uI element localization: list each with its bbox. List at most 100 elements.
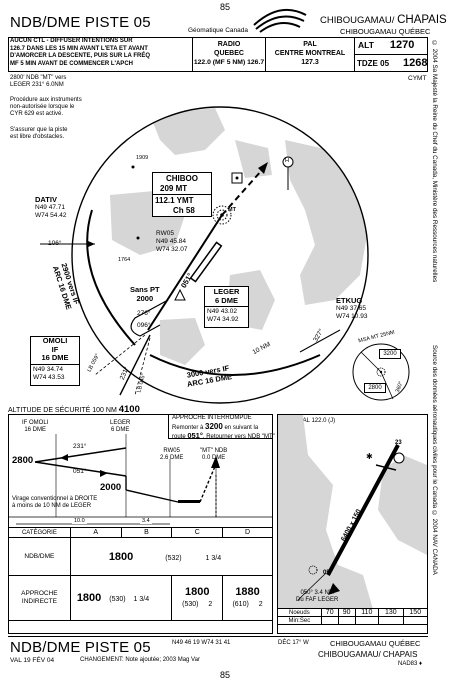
speed-value: 150 [402,608,429,617]
profile-dist-34: 3.4 [140,518,152,524]
terrain-area [160,318,205,365]
etkug-track [299,329,341,353]
sans-pt-label: Sans PT 2000 [130,285,160,303]
vor-chiboo-icon [231,172,243,184]
terrain-area [285,140,368,305]
minima-circ-c: 1800 (530) 2 [171,575,224,621]
missed-approach-text: APPROCHE INTERROMPUE Remonter à 3200 en … [172,415,275,440]
minima-circ-d: 1880 (610) 2 [222,575,273,621]
procedure-turn [130,299,169,337]
airport-location: CHIBOUGAMAU QUÉBEC [340,27,431,36]
lb-059-line [94,334,146,376]
aerodrome-runway [326,444,400,576]
leger-fix-icon [174,288,186,301]
arc-16-dme-left [86,209,136,346]
course-106: 106° [48,240,62,247]
minsec-label: Min:Sec [277,616,322,625]
profile-dist-10: 10.0 [72,518,87,524]
aerodrome-frame [277,414,428,634]
spot-1764: 1764 [118,257,131,263]
profile-alt-2800: 2800 [12,455,34,466]
footer-coords: N49 46 19 W74 31 41 [172,640,231,646]
etkug-label: ETKUG N49 37.65 W74 10.93 [336,296,368,321]
remark-box: AUCUN CTL - DIFFUSER INTENTIONS SUR 126.… [10,38,150,67]
chart-title: NDB/DME PISTE 05 [10,14,151,31]
pal-box: PAL CENTRE MONTREAL 127.3 [274,41,346,66]
minima-header: C [171,527,224,538]
publisher: Géomatique Canada [188,27,248,34]
spot-1909: 1909 [136,155,149,161]
speed-value: 110 [354,608,380,617]
runway-symbol [189,241,223,283]
profile-alt-2000: 2000 [100,482,122,493]
north-arrow-letter: H [285,158,289,164]
profile-course-051: 051° [73,468,87,475]
course-231-line [119,334,151,396]
copyright-right: Source des données aéronautiques civiles… [431,345,438,575]
omoli-label: OMOLI IF 16 DME [41,336,69,362]
profile-frame [8,414,273,634]
footer-airport-b: CHIBOUGAMAU/ CHAPAIS [318,650,418,659]
minima-row-ndb-label: NDB/DME [8,537,71,576]
msa-2800: 2800 [364,383,386,393]
omoli-box [30,336,80,386]
final-course [147,214,223,331]
terrain-area [235,140,272,178]
water-body [378,455,427,555]
footer-dec: DÉC 17° W [278,640,309,646]
north-arrow-icon [282,156,294,190]
arcal-label: ARCAL 122.0 (J) [290,418,336,424]
beacon-icon: ✱ [366,452,373,461]
radio-box: RADIO QUEBEC 122.0 (MF 5 NM) 126.7 [193,41,265,66]
speed-value: 130 [378,608,404,617]
leger-box [204,286,249,328]
footer-title: NDB/DME PISTE 05 [10,639,151,656]
omoli-coords: N49 34.74 W74 43.53 [33,366,65,381]
msa-3200: 3200 [379,349,401,359]
minima-header: A [69,527,122,538]
speed-value: 90 [337,608,356,617]
speed-table: Noeuds 70 90 110 130 150 Min:Sec [277,608,429,625]
chiboo-label: CHIBOO 209 MT [160,174,198,193]
water-body [278,415,373,609]
course-096: 096° [137,322,151,329]
chiboo-vor-info: 112.1 YMT Ch 58 [155,196,195,215]
minima-header: D [222,527,273,538]
missed-approach-path [221,169,263,216]
dativ-label: DATIV N49 47.71 W74 54.42 [35,195,67,220]
airport-name: CHIBOUGAMAU/ CHAPAIS [320,14,447,26]
page-number-top: 85 [219,2,230,12]
minima-circ-ab: 1800 (530) 1 3/4 [69,575,173,621]
course-276: 276° [137,310,151,317]
rw05-label: RW05 N49 45.84 W74 32.07 [156,230,188,253]
minima-table: CATÉGORIE A B C D NDB/DME 1800 (532) 1 3… [8,527,274,621]
rwy-23-label: 23 [395,440,402,446]
aerodrome-diagram: ✱ [278,415,427,609]
ndb-ident: MT [228,207,236,213]
range-circle [71,106,369,404]
copyright-left: © 2004 Sa Majesté la Reine du Chef du Ca… [431,40,438,283]
minima-row-ndb: 1800 (532) 1 3/4 [69,537,274,576]
footer-chart-id: NAD83 ♦ [398,661,423,667]
airport-code: CYMT [408,75,427,82]
rwy-05-label: 05 [323,570,330,576]
speed-value: 70 [320,608,339,617]
arc-16-dme-bottom [149,354,321,376]
aerodrome-ndb-icon [308,565,318,575]
taxiway [375,464,397,471]
speed-label: Noeuds [277,608,322,617]
profile-course-231: 231° [73,443,87,450]
minima-header: B [120,527,173,538]
minima-header: CATÉGORIE [8,527,71,538]
ndb-mt-icon [212,205,232,225]
